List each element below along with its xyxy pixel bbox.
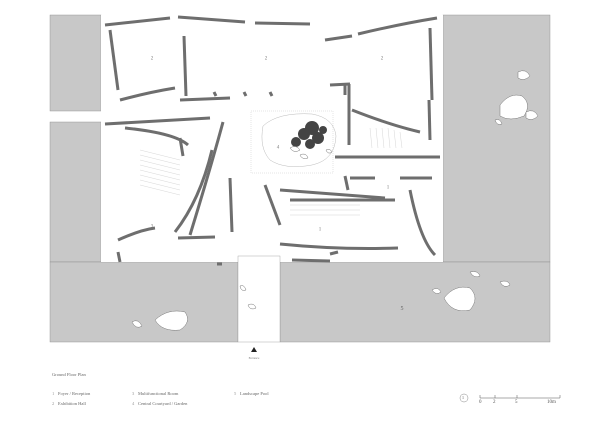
- room-label-2-east: 2: [380, 56, 384, 62]
- room-label-2-west: 2: [150, 56, 154, 62]
- room-label-1-south: 1: [318, 227, 322, 233]
- north-arrow-icon: [459, 393, 469, 403]
- north-label: 1: [462, 395, 464, 400]
- legend-item-label: Exhibition Hall: [58, 401, 86, 406]
- rocks: [131, 70, 539, 331]
- legend-item-number: 5: [234, 391, 237, 396]
- legend-item-label: Central Courtyard / Garden: [138, 401, 188, 406]
- building-floor: [101, 15, 443, 262]
- legend-title: Ground Floor Plan: [52, 372, 86, 377]
- legend-item-number: 2: [52, 401, 55, 406]
- legend-item-number: 4: [132, 401, 135, 406]
- room-label-1-east: 1: [386, 185, 390, 191]
- legend-item-label: Foyer / Reception: [58, 391, 91, 396]
- room-label-3: 3: [150, 224, 154, 230]
- room-label-2-center: 2: [264, 56, 268, 62]
- entrance-label: Entrance: [248, 356, 260, 360]
- legend-item-label: Landscape Pool: [240, 391, 269, 396]
- ground-right: [442, 14, 551, 263]
- legend-item-number: 3: [132, 391, 135, 396]
- scale-bar-graphic: [479, 395, 561, 399]
- ground-mid-left: [49, 121, 102, 263]
- entrance-arrow-icon: [251, 347, 257, 352]
- scale-tick-2: 2: [493, 400, 496, 405]
- entrance-path: [237, 255, 281, 343]
- courtyard-garden: [250, 110, 337, 174]
- legend-item-number: 1: [52, 391, 55, 396]
- scale-tick-5: 5: [515, 400, 518, 405]
- legend-item-label: Multifunctional Room: [138, 391, 179, 396]
- pool-label: 5: [400, 306, 404, 312]
- landscape-pool: [279, 261, 551, 343]
- walls: [104, 15, 440, 266]
- ground-bottom-left: [49, 261, 239, 343]
- courtyard-tree: [291, 121, 327, 149]
- scale-tick-10m: 10m: [547, 400, 556, 405]
- hatched-areas: [139, 127, 403, 216]
- scale-tick-0: 0: [479, 400, 482, 405]
- room-label-4: 4: [276, 145, 280, 151]
- landscape-areas: [49, 14, 551, 343]
- ground-top-left: [49, 14, 102, 112]
